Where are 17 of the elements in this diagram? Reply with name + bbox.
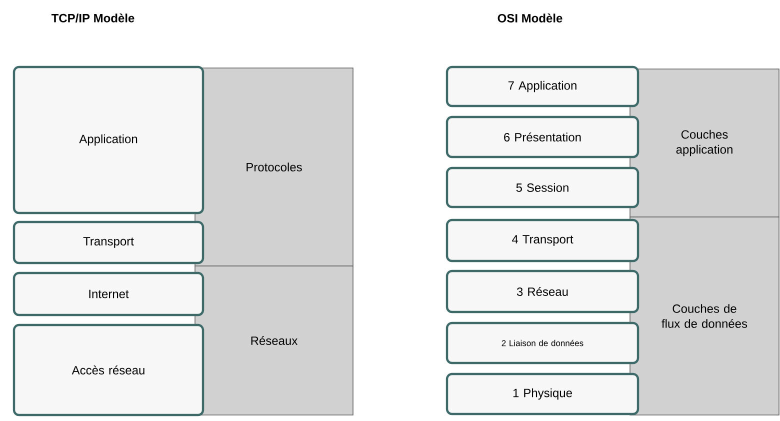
layer-box: 6 Présentation [446, 116, 640, 158]
layer-group-band: Couches application [630, 68, 780, 218]
layer-box: Internet [12, 272, 204, 316]
layer-group-band: Couches de flux de données [630, 216, 780, 416]
model-title: OSI Modèle [498, 14, 562, 22]
layer-group-band: Réseaux [194, 266, 354, 416]
layer-box: 4 Transport [446, 218, 640, 262]
layer-box: 5 Session [446, 166, 640, 208]
layer-box: 1 Physique [446, 372, 640, 416]
layer-box: 7 Application [446, 66, 640, 108]
layer-box: Application [12, 66, 204, 214]
layer-group-band: Protocoles [194, 68, 354, 266]
layer-box: 2 Liaison de données [446, 322, 640, 364]
layer-box: Transport [12, 220, 204, 264]
model-title: TCP/IP Modèle [51, 13, 134, 23]
layer-box: 3 Réseau [446, 270, 640, 314]
layer-box: Accès réseau [12, 324, 204, 416]
